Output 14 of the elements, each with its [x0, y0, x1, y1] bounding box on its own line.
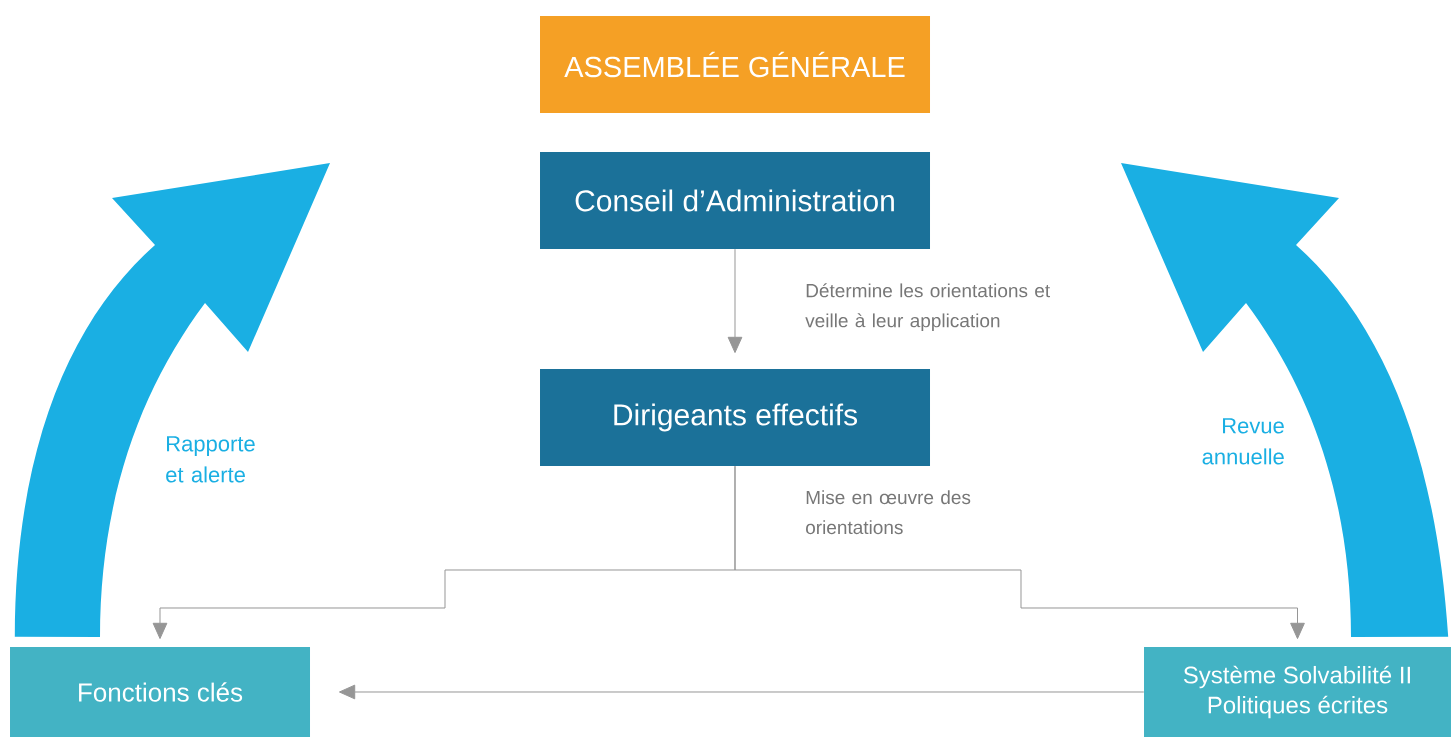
- process-box: Fonctions clés: [10, 647, 310, 737]
- edge-label: Détermine les orientations et veille à leur application: [805, 283, 1050, 332]
- curved-arrow: [1121, 163, 1449, 637]
- process-box: Conseil d’Administration: [540, 152, 930, 249]
- arrow: [727, 248, 743, 354]
- edge-label: Rapporte et alerte: [166, 436, 255, 483]
- process-box: Dirigeants effectifs: [540, 369, 930, 466]
- edge-label: Revue annuelle: [1202, 418, 1284, 465]
- curved-arrow: [14, 163, 330, 637]
- heading-box: ASSEMBLÉE GÉNÉRALE: [540, 16, 930, 113]
- arrow: [338, 684, 1145, 700]
- arrow: [734, 465, 1305, 640]
- edge-label: Mise en œuvre des orientations: [806, 490, 971, 535]
- process-box: Système Solvabilité II Politiques écrites: [1144, 647, 1451, 737]
